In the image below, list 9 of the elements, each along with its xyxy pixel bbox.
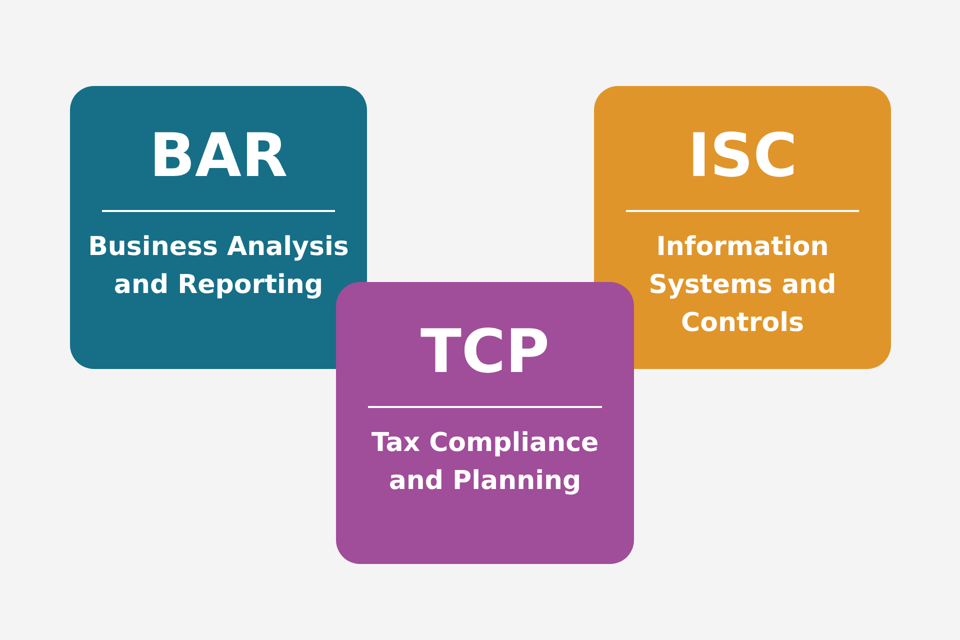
acronym-heading: BAR — [148, 120, 289, 192]
card-description: Tax Compliance and Planning — [370, 427, 600, 498]
acronym-heading: ISC — [686, 120, 798, 192]
card-description: Information Systems and Controls — [648, 231, 838, 340]
acronym-card — [336, 282, 634, 564]
acronym-card — [70, 86, 367, 369]
acronym-card — [594, 86, 891, 369]
acronym-heading: TCP — [420, 316, 550, 388]
card-description: Business Analysis and Reporting — [87, 231, 350, 302]
